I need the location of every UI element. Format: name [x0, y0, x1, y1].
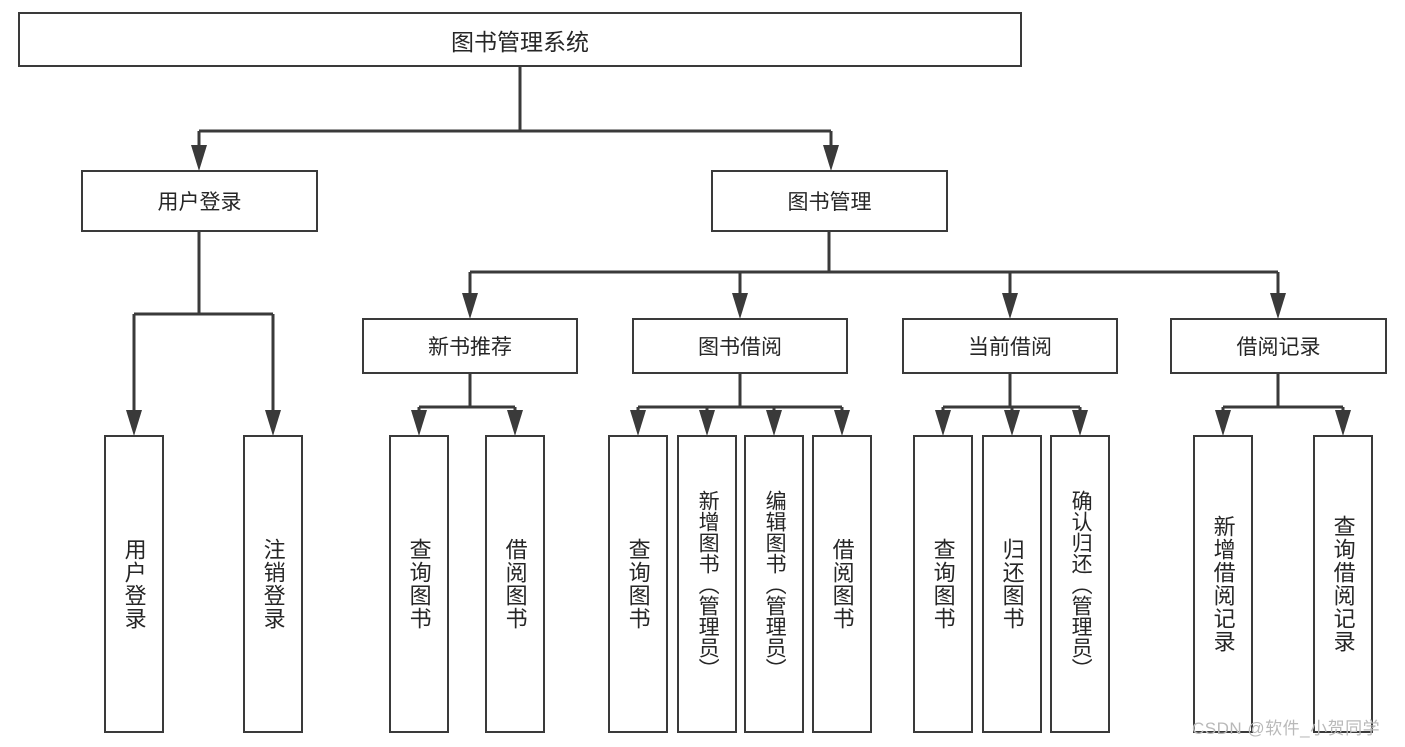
- leaf-add-borrowing-record[interactable]: 新增借阅记录: [1193, 435, 1253, 733]
- leaf-add-book-admin[interactable]: 新增图书（管理员）: [677, 435, 737, 733]
- arrowhead-icon: [265, 410, 281, 436]
- leaf-return-books[interactable]: 归还图书: [982, 435, 1042, 733]
- arrowhead-icon: [507, 410, 523, 436]
- leaf-user-login[interactable]: 用户登录: [104, 435, 164, 733]
- arrowhead-icon: [1002, 293, 1018, 319]
- leaf-borrow-books-borrowing[interactable]: 借阅图书: [812, 435, 872, 733]
- leaf-query-books-borrowing[interactable]: 查询图书: [608, 435, 668, 733]
- arrowhead-icon: [766, 410, 782, 436]
- arrowhead-icon: [834, 410, 850, 436]
- arrowhead-icon: [732, 293, 748, 319]
- arrowhead-icon: [823, 145, 839, 171]
- node-current-borrowing[interactable]: 当前借阅: [902, 318, 1118, 374]
- arrowhead-icon: [699, 410, 715, 436]
- leaf-query-books-current[interactable]: 查询图书: [913, 435, 973, 733]
- node-book-borrowing[interactable]: 图书借阅: [632, 318, 848, 374]
- arrowhead-icon: [126, 410, 142, 436]
- watermark-text: CSDN @软件_小贺同学: [1192, 719, 1381, 738]
- arrowhead-icon: [1215, 410, 1231, 436]
- arrowhead-icon: [1335, 410, 1351, 436]
- arrowhead-icon: [630, 410, 646, 436]
- leaf-borrow-books-new-recommendation[interactable]: 借阅图书: [485, 435, 545, 733]
- node-borrowing-record[interactable]: 借阅记录: [1170, 318, 1387, 374]
- leaf-query-books-new-recommendation[interactable]: 查询图书: [389, 435, 449, 733]
- leaf-edit-book-admin[interactable]: 编辑图书（管理员）: [744, 435, 804, 733]
- arrowhead-icon: [935, 410, 951, 436]
- arrowhead-icon: [411, 410, 427, 436]
- arrowhead-icon: [1072, 410, 1088, 436]
- arrowhead-icon: [191, 145, 207, 171]
- arrowhead-icon: [462, 293, 478, 319]
- node-user-login[interactable]: 用户登录: [81, 170, 318, 232]
- node-new-book-recommendation[interactable]: 新书推荐: [362, 318, 578, 374]
- arrowhead-icon: [1270, 293, 1286, 319]
- arrowhead-icon: [1004, 410, 1020, 436]
- leaf-query-borrowing-record[interactable]: 查询借阅记录: [1313, 435, 1373, 733]
- node-book-management[interactable]: 图书管理: [711, 170, 948, 232]
- leaf-confirm-return-admin[interactable]: 确认归还（管理员）: [1050, 435, 1110, 733]
- node-root-book-management-system[interactable]: 图书管理系统: [18, 12, 1022, 67]
- leaf-logout[interactable]: 注销登录: [243, 435, 303, 733]
